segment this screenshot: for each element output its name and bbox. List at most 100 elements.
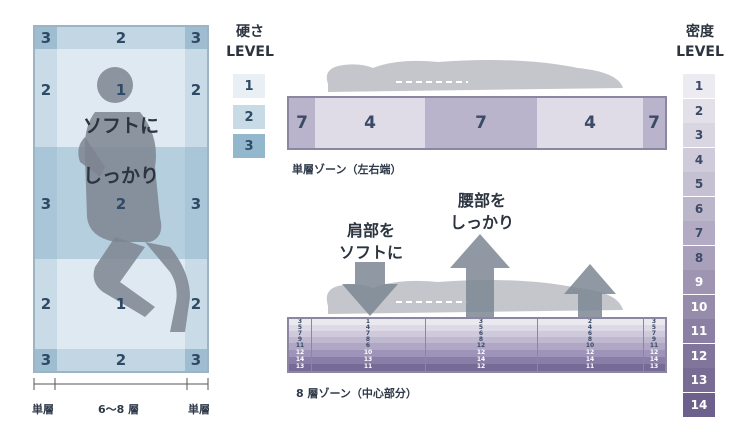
arrow-down-shoulder-icon — [342, 262, 398, 316]
density-level-14: 14 — [683, 392, 715, 417]
cell-upper-right: 2 — [190, 81, 202, 99]
eight-zone-caption: 8 層ゾーン（中心部分） — [296, 387, 417, 400]
label-multi-layer: 6〜8 層 — [98, 403, 140, 416]
density-level-2: 2 — [683, 98, 715, 123]
layer-number: 8 — [587, 336, 593, 343]
layer-number: 8 — [365, 336, 371, 343]
layer-number: 10 — [363, 349, 373, 356]
layer-number: 14 — [476, 356, 486, 363]
dimension-marks — [33, 378, 209, 390]
cell-bottom-left: 3 — [40, 351, 52, 369]
layer-2 — [289, 325, 665, 331]
layer-number: 3 — [297, 318, 303, 325]
layer-number: 6 — [365, 342, 371, 349]
layer-number: 13 — [363, 356, 373, 363]
arrow-up-waist-icon — [450, 234, 510, 318]
layer-number: 9 — [651, 336, 657, 343]
hardness-title-jp: 硬さ — [236, 24, 264, 40]
single-zone-7-left: 7 — [289, 98, 315, 148]
layer-number: 1 — [365, 318, 371, 325]
edge-left-center — [35, 147, 57, 259]
single-zone-7-center: 7 — [425, 98, 537, 148]
density-level-5: 5 — [683, 172, 715, 196]
layer-number: 12 — [476, 363, 486, 370]
layer-number: 7 — [365, 330, 371, 337]
layer-number: 11 — [295, 342, 305, 349]
cell-lower-right: 2 — [190, 295, 202, 313]
corner-br — [185, 349, 207, 371]
shoulder-label-line2: ソフトに — [338, 243, 403, 262]
density-level-13: 13 — [683, 368, 715, 392]
single-zone-4-right: 4 — [537, 98, 643, 148]
density-title-jp: 密度 — [686, 24, 714, 40]
divider — [643, 319, 644, 371]
cell-top-center: 2 — [115, 29, 127, 47]
arrow-up-thigh-icon — [564, 264, 616, 318]
hardness-level-2: 2 — [233, 105, 265, 129]
layer-number: 7 — [651, 330, 657, 337]
layer-number: 12 — [295, 349, 305, 356]
cell-center-center: 2 — [115, 195, 127, 213]
left-mattress: 3 2 3 2 1 2 3 2 3 2 1 2 3 2 3 ソフトに しっかり — [33, 25, 209, 373]
layer-number: 14 — [649, 356, 659, 363]
layer-number: 3 — [478, 318, 484, 325]
density-level-3: 3 — [683, 123, 715, 147]
corner-tl — [35, 27, 57, 49]
shoulder-label-line1: 肩部を — [346, 221, 395, 240]
hardness-level-3: 3 — [233, 134, 265, 158]
layer-3 — [289, 331, 665, 337]
layer-number: 12 — [476, 349, 486, 356]
cell-bottom-center: 2 — [115, 351, 127, 369]
layer-number: 7 — [297, 330, 303, 337]
layer-number: 11 — [363, 363, 373, 370]
layer-8 — [289, 364, 665, 371]
layer-number: 4 — [365, 324, 371, 331]
cell-top-left: 3 — [40, 29, 52, 47]
layer-number: 12 — [649, 349, 659, 356]
density-title-level: LEVEL — [676, 44, 724, 60]
layer-number: 5 — [651, 324, 657, 331]
density-level-1: 1 — [683, 74, 715, 98]
density-level-12: 12 — [683, 343, 715, 368]
layer-number: 13 — [295, 363, 305, 370]
layer-number: 12 — [585, 349, 595, 356]
single-zone-7-right: 7 — [643, 98, 665, 148]
cell-top-right: 3 — [190, 29, 202, 47]
divider — [311, 319, 312, 371]
cell-lower-left: 2 — [40, 295, 52, 313]
layer-number: 8 — [478, 336, 484, 343]
cell-upper-center: 1 — [115, 81, 127, 99]
hardness-level-1: 1 — [233, 74, 265, 98]
layer-4 — [289, 337, 665, 343]
layer-5 — [289, 343, 665, 350]
divider — [425, 319, 426, 371]
waist-label-line1: 腰部を — [457, 191, 506, 210]
shoulder-label: 肩部を ソフトに — [326, 220, 416, 264]
density-level-11: 11 — [683, 319, 715, 343]
lying-person-top-icon — [326, 60, 623, 92]
zone-bottom — [35, 349, 207, 371]
density-level-4: 4 — [683, 147, 715, 172]
overlay-firm-text: しっかり — [82, 165, 159, 187]
layer-number: 12 — [476, 342, 486, 349]
layer-number: 11 — [649, 342, 659, 349]
edge-right-center — [185, 147, 207, 259]
corner-tr — [185, 27, 207, 49]
layer-number: 2 — [587, 318, 593, 325]
density-level-10: 10 — [683, 294, 715, 319]
single-zone-caption: 単層ゾーン（左右端） — [292, 163, 402, 176]
layer-number: 6 — [478, 330, 484, 337]
layer-6 — [289, 350, 665, 357]
cell-bottom-right: 3 — [190, 351, 202, 369]
waist-label-line2: しっかり — [449, 213, 514, 232]
single-zone-mattress: 7 4 7 4 7 — [287, 96, 667, 150]
hardness-legend-title: 硬さ LEVEL — [222, 22, 278, 62]
layer-number: 14 — [585, 356, 595, 363]
layer-number: 5 — [297, 324, 303, 331]
corner-bl — [35, 349, 57, 371]
layer-1 — [289, 319, 665, 325]
density-level-8: 8 — [683, 245, 715, 270]
layer-number: 3 — [651, 318, 657, 325]
person-silhouette-icon — [78, 67, 190, 332]
